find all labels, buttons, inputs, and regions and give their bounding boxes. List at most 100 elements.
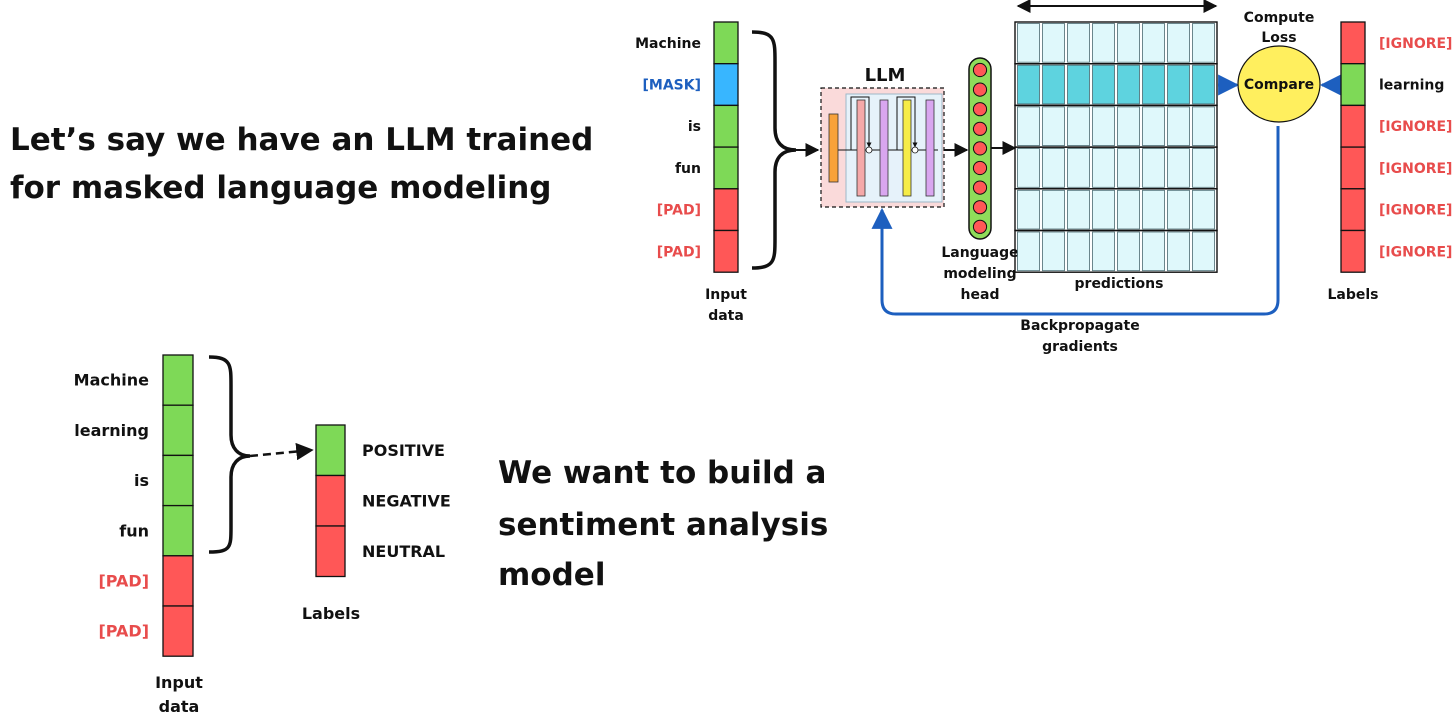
prediction-cell: [1042, 148, 1065, 188]
sentiment-input-brace: [208, 355, 251, 554]
compare-label: Compare: [1244, 77, 1314, 93]
mlm-label-token-label: [IGNORE]: [1379, 119, 1452, 135]
mlm-input-token-cell: [713, 188, 739, 232]
prediction-cell: [1092, 64, 1115, 105]
mlm-input-token-label: fun: [675, 161, 701, 177]
prediction-cell: [1042, 23, 1065, 63]
sentiment-label-token-label: NEUTRAL: [362, 542, 445, 561]
mlm-input-brace: [751, 30, 797, 270]
prediction-cell: [1067, 23, 1090, 63]
mlm-labels-column: [IGNORE]learning[IGNORE][IGNORE][IGNORE]…: [1340, 21, 1452, 273]
headline-top-line2: for masked language modeling: [10, 170, 551, 206]
prediction-cell: [1067, 231, 1090, 272]
sentiment-input-token-cell: [162, 404, 194, 457]
prediction-cell: [1167, 189, 1190, 230]
head-neuron: [972, 62, 988, 78]
prediction-cell: [1017, 231, 1040, 272]
prediction-cell: [1192, 189, 1215, 230]
mlm-label-token-label: [IGNORE]: [1379, 161, 1452, 177]
sentiment-labels-caption: Labels: [302, 604, 360, 623]
prediction-cell: [1067, 148, 1090, 188]
headline-top-line1: Let’s say we have an LLM trained: [10, 122, 593, 158]
prediction-cell: [1117, 23, 1140, 63]
mlm-input-token-label: is: [688, 119, 701, 135]
sentiment-label-token-cell: [315, 424, 346, 477]
mlm-labels-caption: Labels: [1327, 287, 1378, 303]
backprop-caption-line1: Backpropagate: [1020, 318, 1139, 334]
mlm-input-token-cell: [713, 229, 739, 273]
sentiment-input-token-label: learning: [74, 421, 149, 440]
prediction-cell: [1117, 64, 1140, 105]
head-neuron: [972, 102, 988, 117]
head-neuron: [972, 121, 988, 136]
head-caption-line3: head: [961, 287, 1000, 303]
mlm-input-token-label: [PAD]: [657, 203, 701, 219]
prediction-cell: [1192, 148, 1215, 188]
predictions-grid: [1014, 21, 1218, 273]
mlm-input-token-cell: [713, 104, 739, 148]
mlm-input-token-label: Machine: [635, 36, 701, 52]
prediction-cell: [1167, 64, 1190, 105]
prediction-cell: [1067, 106, 1090, 147]
sentiment-input-token-label: [PAD]: [98, 622, 149, 641]
prediction-cell: [1042, 231, 1065, 272]
mlm-label-token-cell: [1340, 63, 1366, 107]
prediction-cell: [1142, 106, 1165, 147]
mlm-label-token-cell: [1340, 21, 1366, 65]
mlm-label-token-label: [IGNORE]: [1379, 36, 1452, 52]
sentiment-input-caption-line2: data: [159, 697, 200, 716]
prediction-cell: [1192, 106, 1215, 147]
sentiment-input-caption-line1: Input: [155, 673, 203, 692]
prediction-cell: [1142, 148, 1165, 188]
llm-block: [820, 87, 945, 208]
prediction-cell: [1017, 189, 1040, 230]
mlm-label-token-cell: [1340, 104, 1366, 148]
mlm-input-caption-line2: data: [708, 308, 744, 324]
sentiment-label-token-cell: [315, 474, 346, 527]
headline-bottom-line3: model: [498, 557, 605, 593]
headline-bottom-line2: sentiment analysis: [498, 507, 828, 543]
sentiment-input-token-cell: [162, 555, 194, 607]
head-caption-line2: modeling: [943, 266, 1016, 282]
mlm-label-token-cell: [1340, 146, 1366, 190]
prediction-cell: [1017, 148, 1040, 188]
sentiment-dashed-arrow: [249, 442, 314, 461]
head-neuron: [972, 219, 988, 234]
prediction-cell: [1167, 148, 1190, 188]
prediction-cell: [1192, 231, 1215, 272]
prediction-cell: [1092, 148, 1115, 188]
prediction-cell: [1067, 189, 1090, 230]
sentiment-label-token-cell: [315, 525, 346, 578]
prediction-cell: [1117, 189, 1140, 230]
mlm-input-token-cell: [713, 63, 739, 107]
backprop-caption-line2: gradients: [1042, 339, 1118, 355]
mlm-input-token-cell: [713, 21, 739, 65]
prediction-cell: [1092, 189, 1115, 230]
prediction-cell: [1092, 231, 1115, 272]
prediction-cell: [1042, 64, 1065, 105]
prediction-cell: [1117, 231, 1140, 272]
prediction-cell: [1017, 23, 1040, 63]
mlm-input-token-label: [MASK]: [643, 77, 702, 93]
prediction-cell: [1192, 64, 1215, 105]
prediction-cell: [1042, 106, 1065, 147]
prediction-cell: [1017, 106, 1040, 147]
head-caption-line1: Language: [941, 245, 1018, 261]
sentiment-label-token-label: NEGATIVE: [362, 491, 451, 510]
head-neuron: [972, 82, 988, 97]
sentiment-input-token-cell: [162, 504, 194, 557]
head-neuron: [972, 141, 988, 156]
mlm-label-token-label: [IGNORE]: [1379, 244, 1452, 260]
prediction-cell: [1092, 23, 1115, 63]
mlm-label-token-cell: [1340, 188, 1366, 232]
prediction-cell: [1042, 189, 1065, 230]
predictions-caption: predictions: [1075, 276, 1164, 292]
prediction-cell: [1117, 148, 1140, 188]
backprop-arrow: [871, 126, 1280, 316]
head-neuron: [972, 200, 988, 215]
prediction-cell: [1017, 64, 1040, 105]
